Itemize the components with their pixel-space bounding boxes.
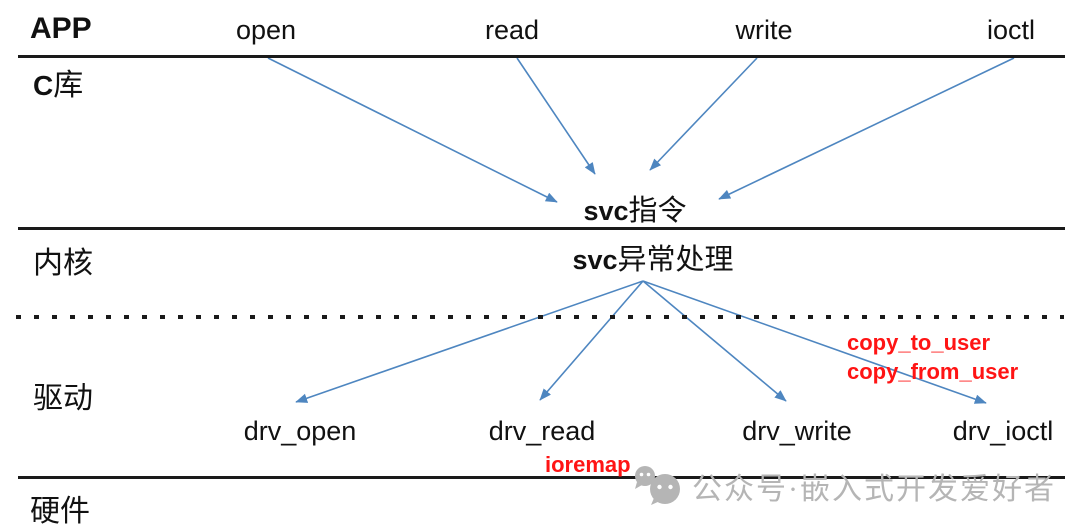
app-func-read: read [484,15,540,45]
svc-handler-latin: svc [572,245,618,275]
drv-func-write: drv_write [742,416,852,446]
divider-driver-hardware [18,476,1065,479]
drv-func-open: drv_open [243,416,357,446]
arrow-ioctl-to-svc-instruction [718,57,1015,200]
drv-func-read: drv_read [488,416,596,446]
arrow-read-to-svc-instruction [516,57,596,175]
divider-kernel-driver-dotted [16,315,1064,319]
lane-label-kernel: 内核 [33,247,93,280]
lane-label-app: APP [30,12,92,45]
arrow-svc-handler-to-drv-write [642,280,787,402]
svc-handler-cjk: 异常处理 [617,244,734,276]
svc-instruction-cjk: 指令 [628,195,687,227]
drv-func-ioctl: drv_ioctl [952,416,1054,446]
watermark-text: 公众号·嵌入式开发爱好者 [692,473,1056,506]
lane-label-driver: 驱动 [33,382,93,415]
annotation-ioremap: ioremap [545,452,631,477]
wechat-icon [635,466,680,505]
lane-label-clib: C库 [33,60,83,104]
svc-handler-node: svc异常处理 [572,236,733,278]
lane-label-hardware: 硬件 [30,495,90,528]
annotation-copy-from-user: copy_from_user [847,359,1019,384]
divider-app-clib [18,55,1065,58]
arrow-svc-handler-to-drv-open [295,280,644,403]
lane-label-clib-latin: C [33,70,54,101]
app-func-open: open [235,15,297,45]
svc-instruction-node: svc指令 [583,187,686,229]
arrow-svc-handler-to-drv-read [539,280,644,401]
app-func-ioctl: ioctl [986,15,1036,45]
watermark: 公众号·嵌入式开发爱好者 [632,464,1056,508]
svc-instruction-latin: svc [583,196,629,226]
app-func-write: write [735,15,793,45]
lane-label-clib-cjk: 库 [53,69,84,102]
arrow-open-to-svc-instruction [267,57,558,203]
annotation-copy-to-user: copy_to_user [847,330,991,355]
arrow-write-to-svc-instruction [649,57,758,171]
divider-clib-kernel [18,227,1065,230]
